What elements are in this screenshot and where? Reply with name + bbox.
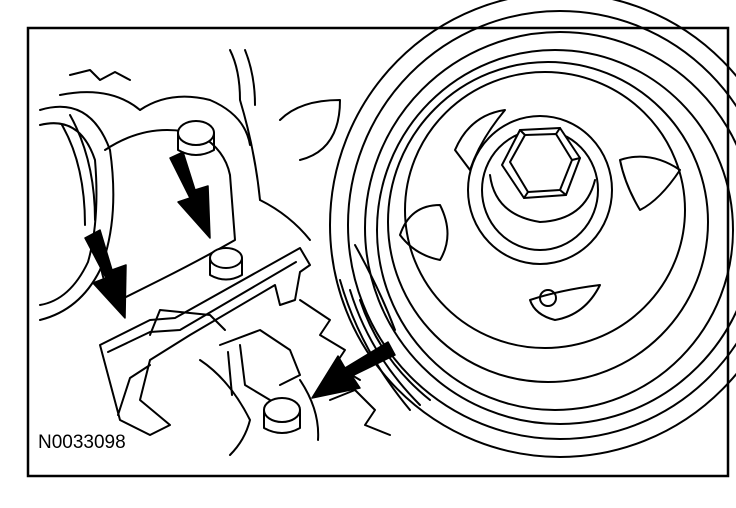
arrow-left [84, 229, 127, 319]
holding-tool [99, 247, 391, 436]
crankshaft-pulley [329, 0, 736, 458]
figure-code: N0033098 [36, 432, 128, 454]
arrow-right [311, 341, 396, 399]
accessory-pulley [39, 105, 115, 321]
arrow-upper [169, 151, 211, 239]
